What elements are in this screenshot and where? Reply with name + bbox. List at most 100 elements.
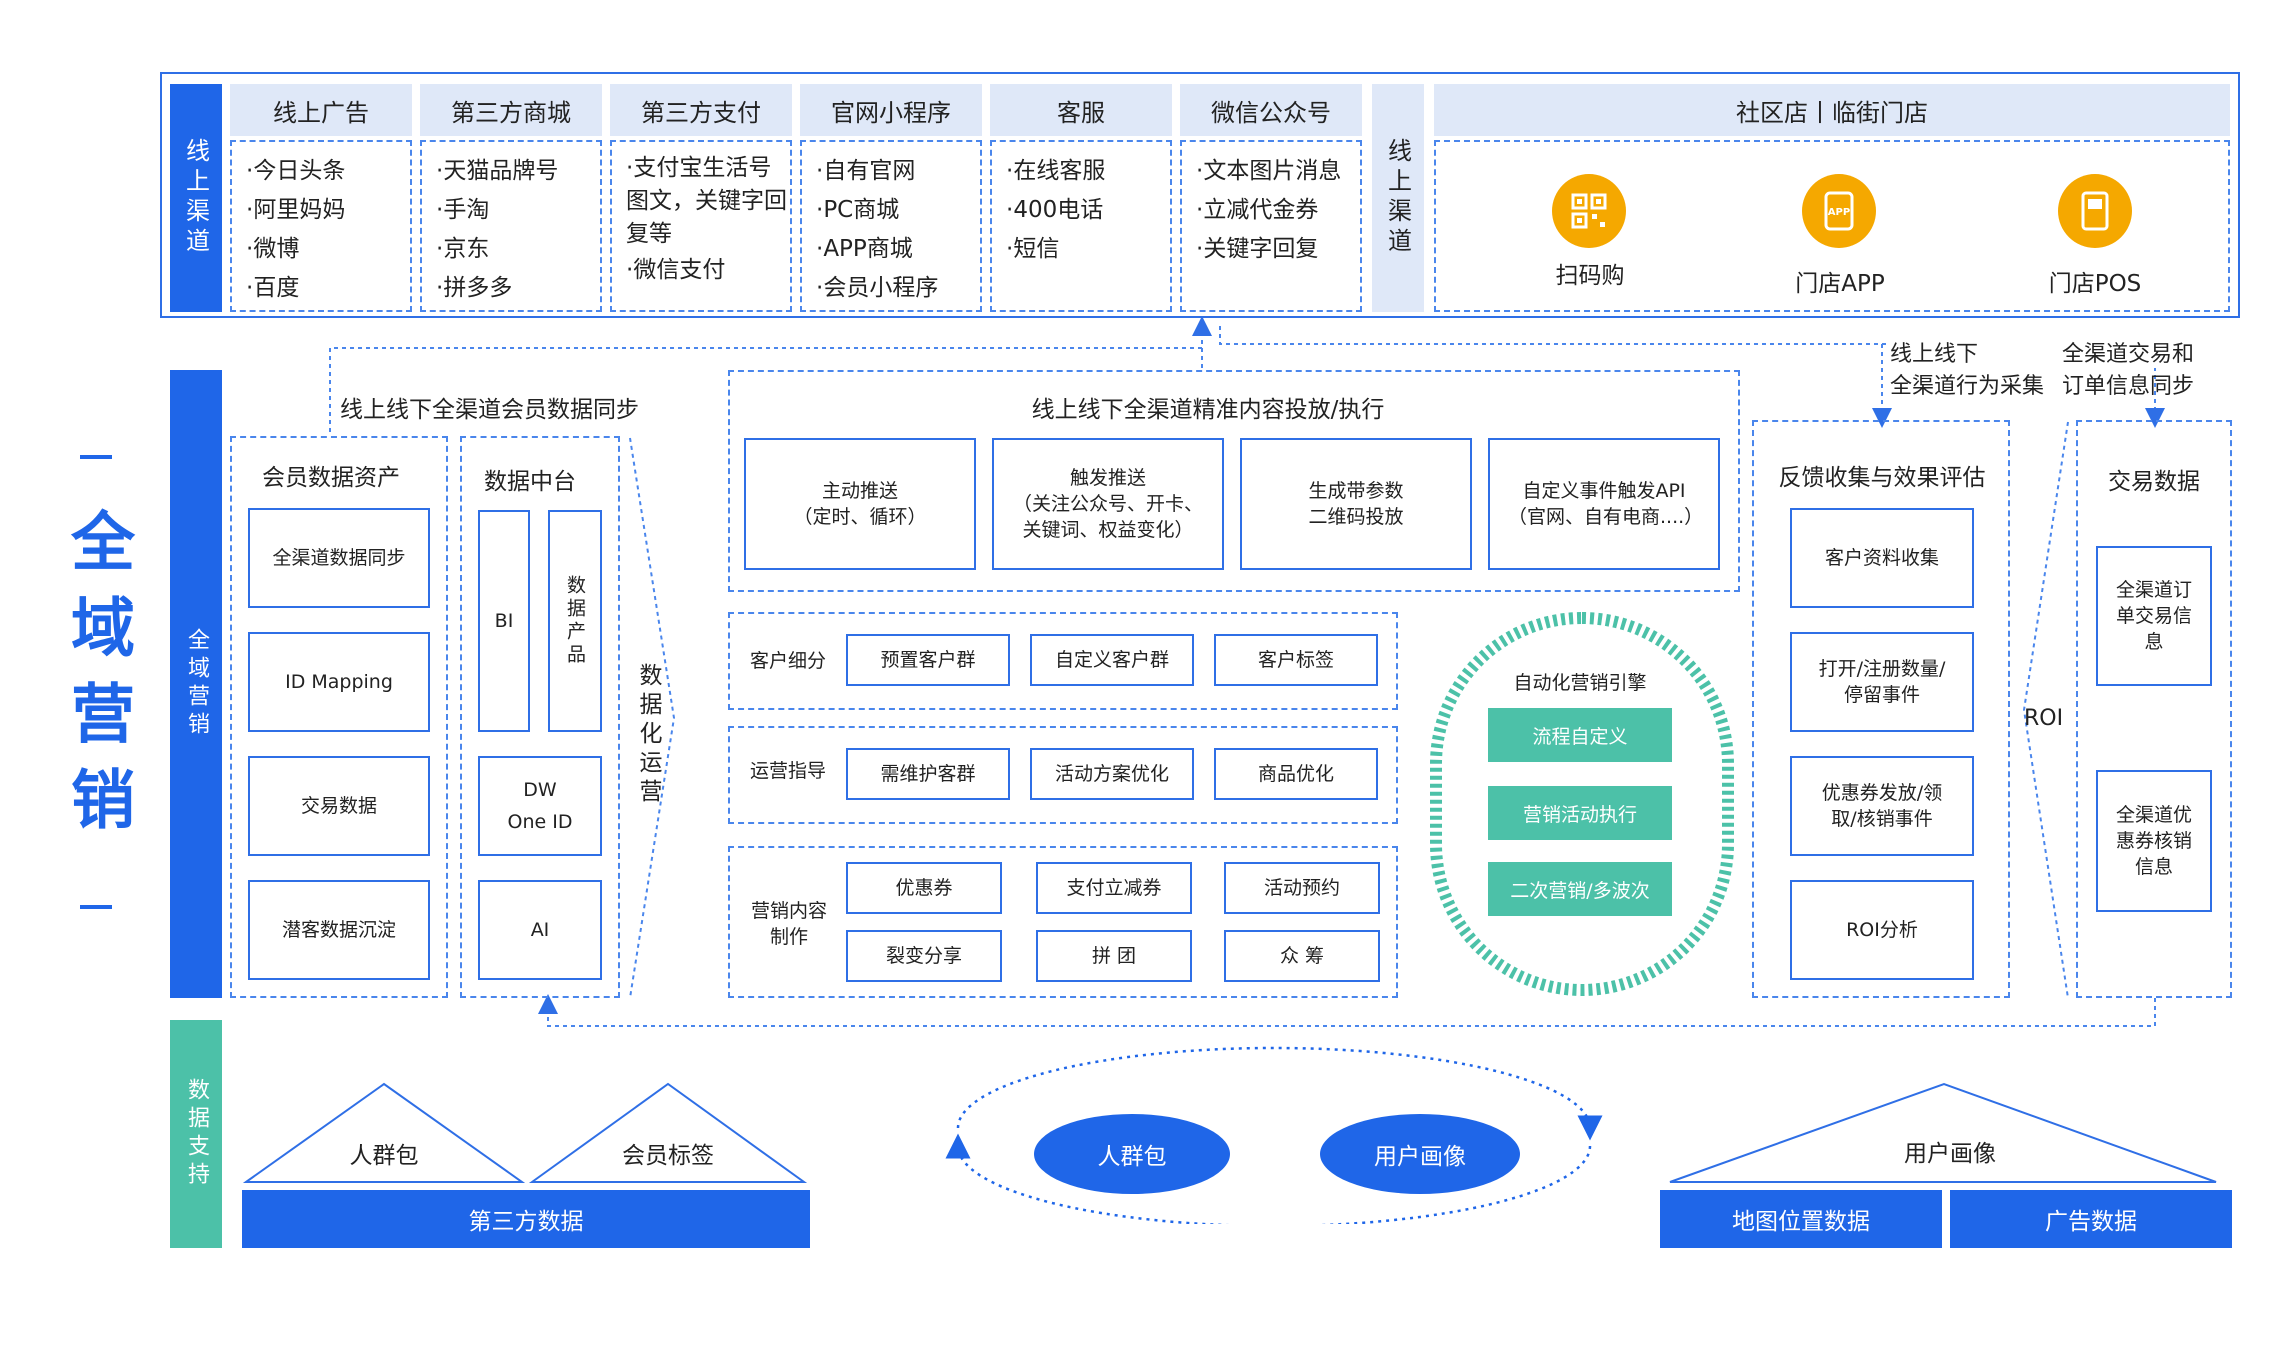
feedback-item: ROI分析 bbox=[1790, 880, 1974, 980]
main-title: 全域营销 bbox=[60, 508, 134, 852]
delivery-item: 生成带参数二维码投放 bbox=[1240, 438, 1472, 570]
main-title-dash-bottom bbox=[80, 905, 112, 909]
delivery-title: 线上线下全渠道精准内容投放/执行 bbox=[1031, 397, 1385, 423]
support-side-label: 数据支持 bbox=[170, 1020, 222, 1248]
engine-step: 二次营销/多波次 bbox=[1488, 862, 1672, 916]
delivery-item: 主动推送（定时、循环） bbox=[744, 438, 976, 570]
channel-list-item: 微博 bbox=[246, 230, 410, 269]
channel-list-item: 关键字回复 bbox=[1196, 230, 1360, 269]
delivery-item-title: 生成带参数 bbox=[1308, 480, 1404, 502]
data-ops-arrow bbox=[629, 437, 676, 999]
channel-list-item: 阿里妈妈 bbox=[246, 191, 410, 230]
member-asset-item: ID Mapping bbox=[248, 632, 430, 732]
triangle-label: 会员标签 bbox=[622, 1143, 714, 1169]
store-item-label: 门店POS bbox=[2048, 271, 2142, 297]
channel-header: 微信公众号 bbox=[1180, 84, 1362, 136]
svg-text:APP: APP bbox=[1828, 207, 1850, 218]
engine-step: 流程自定义 bbox=[1488, 708, 1672, 762]
engine-title: 自动化营销引擎 bbox=[1513, 672, 1647, 694]
right-triangle bbox=[1669, 1082, 2217, 1183]
delivery-item: 触发推送（关注公众号、开卡、关键词、权益变化） bbox=[992, 438, 1224, 570]
transaction-panel bbox=[2076, 420, 2232, 998]
roi-label: ROI bbox=[2024, 706, 2064, 731]
data-platform-panel bbox=[460, 436, 620, 998]
channel-list-item: 今日头条 bbox=[246, 152, 410, 191]
channel-list: 支付宝生活号图文，关键字回复等微信支付 bbox=[610, 140, 792, 312]
channel-list-item: 短信 bbox=[1006, 230, 1170, 269]
left-triangles bbox=[242, 1082, 808, 1183]
member-assets-title: 会员数据资产 bbox=[262, 465, 400, 491]
triangle-label: 人群包 bbox=[349, 1143, 419, 1169]
tag-box: 自定义客户群 bbox=[1030, 634, 1194, 686]
data-product-box: 数据产品 bbox=[548, 510, 602, 732]
channel-list-item: PC商城 bbox=[816, 191, 980, 230]
feedback-item: 打开/注册数量/停留事件 bbox=[1790, 632, 1974, 732]
offline-side-label: 线上渠道 bbox=[1372, 84, 1424, 312]
store-header: 社区店丨临街门店 bbox=[1434, 84, 2230, 136]
tag-box: 商品优化 bbox=[1214, 748, 1378, 800]
channel-list-item: 拼多多 bbox=[436, 269, 600, 308]
ad-data-bar: 广告数据 bbox=[1950, 1190, 2232, 1248]
content-label: 营销内容制作 bbox=[750, 900, 827, 948]
dw-oneid-box: DW One ID bbox=[478, 756, 602, 856]
tag-box: 客户标签 bbox=[1214, 634, 1378, 686]
tag-box: 预置客户群 bbox=[846, 634, 1010, 686]
qr-code-icon bbox=[1552, 174, 1626, 248]
channel-list: 自有官网PC商城APP商城会员小程序 bbox=[800, 140, 982, 312]
transaction-item: 全渠道优惠券核销信息 bbox=[2096, 770, 2212, 912]
feedback-panel bbox=[1752, 420, 2010, 998]
channel-list: 在线客服400电话短信 bbox=[990, 140, 1172, 312]
delivery-panel bbox=[728, 370, 1740, 592]
channel-list-item: 立减代金券 bbox=[1196, 191, 1360, 230]
segmentation-label: 客户细分 bbox=[750, 650, 827, 672]
delivery-item-title: 主动推送 bbox=[821, 480, 898, 502]
channel-list-item: 在线客服 bbox=[1006, 152, 1170, 191]
segmentation-panel bbox=[728, 612, 1398, 710]
online-side-label: 线上渠道 bbox=[170, 84, 222, 312]
feedback-item: 优惠券发放/领取/核销事件 bbox=[1790, 756, 1974, 856]
feedback-item: 客户资料收集 bbox=[1790, 508, 1974, 608]
cycle-ellipse bbox=[945, 1046, 1603, 1224]
channel-header: 第三方商城 bbox=[420, 84, 602, 136]
channel-list: 今日头条阿里妈妈微博百度 bbox=[230, 140, 412, 312]
pos-icon bbox=[2058, 174, 2132, 248]
channel-list-item: 百度 bbox=[246, 269, 410, 308]
data-platform-title: 数据中台 bbox=[484, 469, 576, 495]
channel-list-item: 400电话 bbox=[1006, 191, 1170, 230]
channel-list: 文本图片消息立减代金券关键字回复 bbox=[1180, 140, 1362, 312]
ai-box: AI bbox=[478, 880, 602, 980]
feedback-title: 反馈收集与效果评估 bbox=[1778, 465, 1986, 491]
order-sync-label: 订单信息同步 bbox=[2062, 374, 2195, 399]
content-box: 支付立减券 bbox=[1036, 862, 1192, 914]
collect-label: 线上线下 bbox=[1890, 336, 2090, 368]
member-asset-item: 交易数据 bbox=[248, 756, 430, 856]
member-asset-item: 全渠道数据同步 bbox=[248, 508, 430, 608]
triangle-label: 用户画像 bbox=[1904, 1141, 1996, 1167]
user-profile-pill: 用户画像 bbox=[1320, 1114, 1520, 1194]
sync-label: 线上线下全渠道会员数据同步 bbox=[340, 397, 639, 423]
guidance-panel bbox=[728, 726, 1398, 824]
map-data-bar: 地图位置数据 bbox=[1660, 1190, 1942, 1248]
guidance-label: 运营指导 bbox=[750, 760, 827, 782]
delivery-item-title: 触发推送 bbox=[1069, 467, 1146, 489]
channel-list-item: APP商城 bbox=[816, 230, 980, 269]
content-box: 众 筹 bbox=[1224, 930, 1380, 982]
content-box: 优惠券 bbox=[846, 862, 1002, 914]
member-asset-item: 潜客数据沉淀 bbox=[248, 880, 430, 980]
channel-header: 线上广告 bbox=[230, 84, 412, 136]
delivery-item: 自定义事件触发API（官网、自有电商....） bbox=[1488, 438, 1720, 570]
delivery-item-title: 自定义事件触发API bbox=[1522, 480, 1686, 502]
data-ops-label: 数据化运营 bbox=[635, 662, 661, 808]
store-body bbox=[1434, 140, 2230, 312]
channel-header: 官网小程序 bbox=[800, 84, 982, 136]
third-party-data-bar: 第三方数据 bbox=[242, 1190, 810, 1248]
store-item-label: 门店APP bbox=[1795, 271, 1885, 297]
content-box: 裂变分享 bbox=[846, 930, 1002, 982]
channel-list-item: 京东 bbox=[436, 230, 600, 269]
bi-box: BI bbox=[478, 510, 530, 732]
main-title-dash-top bbox=[80, 455, 112, 459]
channel-list-item: 会员小程序 bbox=[816, 269, 980, 308]
collect-label: 全渠道行为采集 bbox=[1890, 374, 2045, 399]
channel-list-item: 微信支付 bbox=[626, 251, 790, 290]
channel-list: 天猫品牌号手淘京东拼多多 bbox=[420, 140, 602, 312]
